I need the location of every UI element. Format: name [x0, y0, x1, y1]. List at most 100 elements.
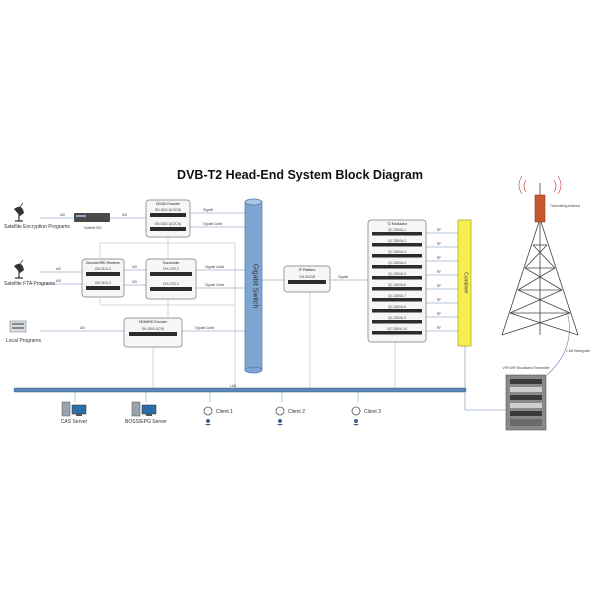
server-icon	[9, 320, 27, 333]
link-label-rf-3: RF	[437, 256, 441, 260]
server-icon	[61, 401, 87, 417]
transmitting-tower: Transmitting Antenna	[501, 175, 580, 336]
hdmi-encoder-title: HDMI/HD Encoder	[139, 320, 168, 324]
link-label-gigabit-2: Gigabit Cable	[203, 222, 223, 226]
modulator-unit	[372, 254, 422, 258]
satellite-dish-icon	[14, 202, 24, 222]
gigabit-switch: Gigabit Switch	[244, 198, 263, 374]
client-workstation-icon	[275, 406, 285, 426]
ird-receiver-title: Decoder/IRD Receiver	[86, 261, 121, 265]
link-label-rf-5: RF	[437, 284, 441, 288]
modulator-unit	[372, 331, 422, 335]
transcoder-module-2	[150, 287, 192, 291]
satellite-fta-source: Satellite FTA Programs	[4, 259, 56, 287]
modulator-unit	[372, 298, 422, 302]
lan-bus: LAN	[13, 384, 467, 393]
modulator-unit-label: QC-3300A-10	[387, 327, 407, 331]
modulator-unit-label: QC-3300A-6	[388, 283, 406, 287]
modulator-unit-label: QC-3300A-5	[388, 272, 406, 276]
client-3-label: Client 3	[364, 409, 381, 415]
transcoder-module-1-label: DH-1700-2	[163, 267, 179, 271]
modulator-unit-label: QC-3300A-1	[388, 228, 406, 232]
antenna-label: Transmitting Antenna	[550, 204, 580, 208]
ip-module	[288, 280, 326, 284]
modulator-unit	[372, 287, 422, 291]
satellite-encryption-source: Satellite Encryption Programs Satellite …	[4, 202, 110, 230]
boss-epg-server: BOSS/EPG Server	[125, 401, 167, 425]
hd-sd-encoder-box: HD/SD Encoder DN-1602-3(CI/CN) DN-1602-3…	[145, 199, 191, 238]
link-label-asi-6: ASI	[132, 280, 137, 284]
link-label-gigabit-5: Gigabit Cable	[195, 326, 215, 330]
modulator-unit-label: QC-3300A-8	[388, 305, 406, 309]
ip-platform-title: IP Platform	[299, 268, 316, 272]
hdmi-encoder-module-label: DH-1800-2(CH)	[142, 327, 164, 331]
link-label-rf-4: RF	[437, 270, 441, 274]
satellite-encryption-label: Satellite Encryption Programs	[4, 224, 70, 230]
antenna-icon	[518, 175, 562, 223]
cas-server: CAS Server	[61, 401, 88, 425]
encoder-module-1-label: DN-1602-3(CI/CN)	[155, 208, 181, 212]
link-label-asi-4: ASI	[56, 279, 61, 283]
modulator-unit	[372, 276, 422, 280]
link-label-rf-2: RF	[437, 242, 441, 246]
client-2: Client 2	[275, 406, 305, 426]
transcoder-title: Transcoder	[162, 261, 180, 265]
transcoder-module-1	[150, 272, 192, 276]
connections	[40, 212, 570, 411]
combiner: Combiner	[457, 219, 472, 347]
ird-module-1	[86, 272, 120, 276]
ip-platform-box: IP Platform CM-300GB	[283, 265, 331, 293]
gigabit-switch-label: Gigabit Switch	[252, 264, 259, 309]
link-label-rf-6: RF	[437, 298, 441, 302]
hdmi-encoder-box: HDMI/HD Encoder DH-1800-2(CH)	[123, 317, 183, 348]
satellite-fta-label: Satellite FTA Programs	[4, 281, 56, 287]
boss-epg-server-label: BOSS/EPG Server	[125, 419, 167, 425]
tower-icon	[501, 221, 579, 336]
server-icon	[131, 401, 157, 417]
hdmi-encoder-module	[129, 332, 177, 336]
modulator-unit	[372, 309, 422, 313]
transmitter-label: VHF/UHF Broadband Transmitter	[502, 366, 550, 370]
satellite-dish-icon	[14, 259, 24, 279]
modulator-unit	[372, 243, 422, 247]
transmitter-rack-icon	[505, 374, 547, 431]
waveguide-label: 1-5/8 Waveguide	[566, 349, 590, 353]
cas-server-label: CAS Server	[61, 419, 88, 425]
client-3: Client 3	[351, 406, 381, 426]
link-label-gigabit-3: Gigabit Cable	[205, 265, 225, 269]
transmitter: VHF/UHF Broadband Transmitter	[502, 366, 550, 431]
link-label-rf-8: RF	[437, 326, 441, 330]
local-programs-source: Local Programs	[6, 320, 42, 344]
link-label-asi-5: ASI	[132, 265, 137, 269]
client-workstation-icon	[203, 406, 213, 426]
link-label-gigabit-4: Gigabit Cable	[205, 283, 225, 287]
ird-receiver-box: Decoder/IRD Receiver DM-3101-3 DM-3101-3	[81, 258, 125, 298]
local-programs-label: Local Programs	[6, 338, 42, 344]
modulator-unit	[372, 232, 422, 236]
transcoder-box: Transcoder DH-1700-2 DH-1700-2	[145, 258, 197, 300]
client-workstation-icon	[351, 406, 361, 426]
modulator-units: QC-3300A-1 QC-3300A-2 QC-3300A-3 QC-3300…	[372, 228, 422, 335]
link-labels: ASI ASI Gigabit Gigabit Cable ASI ASI AS…	[56, 208, 441, 330]
link-label-asi-3: ASI	[56, 267, 61, 271]
client-1: Client 1	[203, 406, 233, 426]
modulator-unit-label: QC-3300A-4	[388, 261, 406, 265]
link-label-asi-2: ASI	[122, 213, 127, 217]
link-label-asi-7: ASI	[80, 326, 85, 330]
ird-module-1-label: DM-3101-3	[95, 267, 111, 271]
link-label-asi-1: ASI	[60, 213, 65, 217]
modulator-unit	[372, 265, 422, 269]
ird-module-2-label: DM-3101-3	[95, 281, 111, 285]
client-1-label: Client 1	[216, 409, 233, 415]
link-label-gigabit-6: Gigabit	[338, 275, 348, 279]
ird-module-2	[86, 286, 120, 290]
combiner-label: Combiner	[463, 272, 469, 294]
satellite-ird-label: Satellite IRD	[84, 226, 102, 230]
transcoder-module-2-label: DH-1700-2	[163, 282, 179, 286]
modulator-unit-label: QC-3300A-3	[388, 250, 406, 254]
modulator-unit	[372, 320, 422, 324]
link-label-rf-7: RF	[437, 312, 441, 316]
encoder-module-1	[150, 213, 186, 217]
encoder-module-2	[150, 227, 186, 231]
